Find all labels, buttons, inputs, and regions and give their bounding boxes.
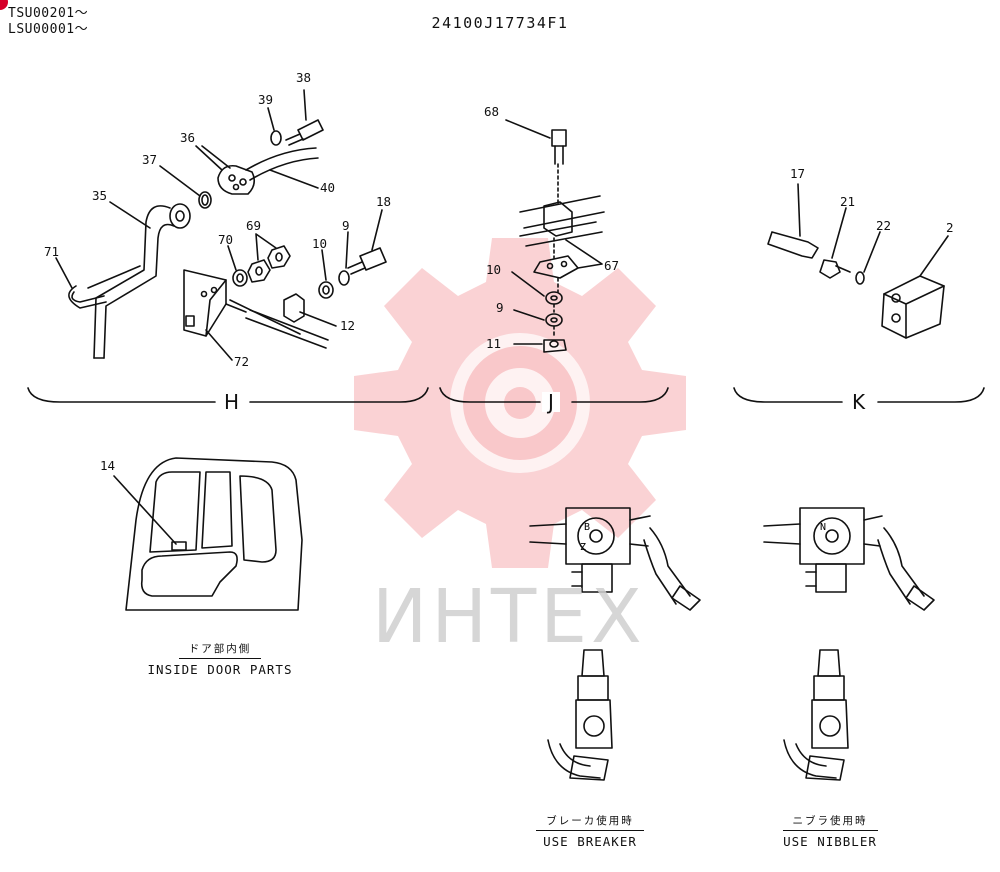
callout-10-h: 10	[312, 236, 328, 251]
nibbler-valve-top	[763, 507, 935, 611]
caption-breaker-en: USE BREAKER	[543, 833, 637, 849]
callout-36: 36	[180, 130, 196, 145]
section-label-h: H	[218, 392, 246, 412]
breaker-valve-bottom	[547, 649, 613, 781]
callout-12: 12	[340, 318, 356, 333]
brace-j-right	[571, 387, 669, 403]
callout-39: 39	[258, 92, 274, 107]
caption-door-en: INSIDE DOOR PARTS	[147, 661, 293, 677]
caption-inside-door-parts: ドア部内側 INSIDE DOOR PARTS	[130, 640, 310, 677]
callout-68: 68	[484, 104, 500, 119]
nibbler-valve-bottom	[783, 649, 849, 781]
section-label-j: J	[542, 392, 560, 412]
callout-2: 2	[946, 220, 954, 235]
callout-9-j: 9	[496, 300, 504, 315]
document-number: 24100J17734F1	[431, 14, 569, 32]
caption-breaker-jp: ブレーカ使用時	[536, 815, 644, 831]
callout-17: 17	[790, 166, 806, 181]
brace-h-left	[27, 387, 216, 403]
breaker-mark-b: B	[584, 522, 590, 533]
callout-69: 69	[246, 218, 262, 233]
caption-use-breaker: ブレーカ使用時 USE BREAKER	[520, 812, 660, 849]
corner-marker	[0, 0, 8, 10]
brace-h-right	[249, 387, 429, 403]
section-label-k: K	[846, 392, 872, 412]
callout-35: 35	[92, 188, 108, 203]
callout-11: 11	[486, 336, 502, 351]
breaker-valve-top	[529, 507, 701, 611]
caption-use-nibbler: ニブラ使用時 USE NIBBLER	[760, 812, 900, 849]
brace-k-right	[877, 387, 985, 403]
serial-range-2: LSU00001～	[8, 22, 89, 37]
callout-21: 21	[840, 194, 856, 209]
callout-70: 70	[218, 232, 234, 247]
callout-37: 37	[142, 152, 158, 167]
callout-22: 22	[876, 218, 892, 233]
caption-nibbler-jp: ニブラ使用時	[782, 815, 878, 831]
breaker-mark-z: Z	[580, 542, 586, 553]
serial-range-1: TSU00201～	[8, 6, 89, 21]
callout-38: 38	[296, 70, 312, 85]
callout-9-h: 9	[342, 218, 350, 233]
callout-40: 40	[320, 180, 336, 195]
callout-18: 18	[376, 194, 392, 209]
brace-k-left	[733, 387, 843, 403]
caption-door-jp: ドア部内側	[178, 643, 262, 659]
callout-10-j: 10	[486, 262, 502, 277]
brace-j-left	[439, 387, 541, 403]
callout-67: 67	[604, 258, 620, 273]
nibbler-mark-n: N	[820, 522, 826, 533]
caption-nibbler-en: USE NIBBLER	[783, 833, 877, 849]
watermark-text: ИНТЕХ	[372, 574, 646, 660]
callout-71: 71	[44, 244, 60, 259]
callout-72: 72	[234, 354, 250, 369]
callout-14: 14	[100, 458, 116, 473]
